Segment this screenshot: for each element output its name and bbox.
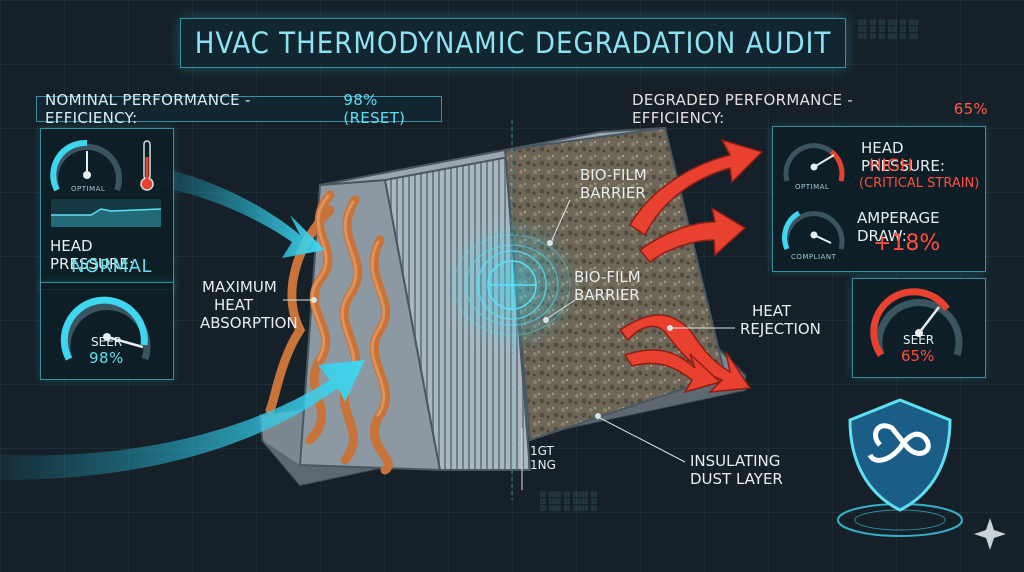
callout-line: 1NG [530, 458, 556, 472]
callout-line: 1GT [530, 444, 554, 458]
insulating-dust-callout: INSULATING DUST LAYER [690, 452, 783, 488]
max-heat-absorption-callout: MAXIMUM HEAT ABSORPTION [200, 278, 298, 332]
biofilm-barrier-mid-callout: BIO-FILM BARRIER [574, 268, 641, 304]
callout-line: MAXIMUM [202, 278, 277, 296]
degraded-head-pressure-value: HIGH [869, 156, 913, 176]
callout-line: HEAT [752, 302, 792, 320]
degraded-head-pressure-note: (CRITICAL STRAIN) [859, 176, 980, 191]
amperage-label: AMPERAGE DRAW: [857, 209, 940, 245]
degraded-seer-panel: SEER 65% [852, 278, 986, 378]
seer-label-nominal: SEER [91, 335, 123, 349]
callout-line: BARRIER [580, 184, 646, 202]
optimal-gauge-degraded [783, 143, 845, 182]
callout-line: BARRIER [574, 286, 640, 304]
biofilm-barrier-top-callout: BIO-FILM BARRIER [580, 166, 647, 202]
degraded-header: DEGRADED PERFORMANCE - EFFICIENCY: 65% [632, 91, 988, 127]
optimal-gauge-label: OPTIMAL [71, 185, 106, 193]
callout-line: DUST LAYER [690, 470, 783, 488]
readout-block-bottom: ░░ ░░░░ ░░ ░░░░░ ░░░░ ░░░░ ░░ ░░░░░ ░░░░… [540, 492, 598, 512]
readout-block: ░░░ ░░ ░░ ░░░ ░░ ░░░░░░ ░░ ░░ ░░░ ░░ ░░░… [858, 20, 919, 40]
degraded-status-panel: OPTIMAL COMPLIANT HEAD PRESSURE: HIGH (C… [772, 126, 986, 272]
nominal-seer-panel: SEER 98% [40, 282, 174, 380]
seer-value-degraded: 65% [901, 347, 935, 365]
seer-gauge-nominal [60, 296, 151, 361]
pressure-graph [51, 199, 161, 227]
degraded-header-label: DEGRADED PERFORMANCE - EFFICIENCY: [632, 91, 854, 127]
head-pressure-label: HEAD PRESSURE: [50, 237, 134, 273]
seer-gauge-degraded [870, 288, 963, 357]
callout-line: INSULATING [690, 452, 781, 470]
compliant-gauge [782, 210, 845, 251]
callout-line: BIO-FILM [580, 166, 647, 184]
shield-logo-icon [837, 398, 963, 537]
callout-line: BIO-FILM [574, 268, 641, 286]
thermometer-icon [140, 140, 154, 191]
optimal-gauge [50, 139, 122, 192]
seer-value-nominal: 98% [89, 349, 124, 367]
optimal-gauge-degraded-label: OPTIMAL [795, 183, 830, 191]
nominal-header-label: NOMINAL PERFORMANCE - EFFICIENCY: [45, 91, 251, 127]
nominal-status-panel: OPTIMAL HEAD PRESSURE: NORMAL [40, 128, 174, 290]
heat-rejection-callout: HEAT REJECTION [740, 302, 821, 338]
page-title: HVAC THERMODYNAMIC DEGRADATION AUDIT [180, 18, 846, 68]
callout-line: REJECTION [740, 320, 821, 338]
callout-line: ABSORPTION [200, 314, 298, 332]
seer-label-degraded: SEER [903, 333, 935, 347]
dimension-callout: 1GT 1NG [530, 444, 556, 472]
callout-line: HEAT [214, 296, 254, 314]
nominal-header: NOMINAL PERFORMANCE - EFFICIENCY: 98% (R… [36, 91, 442, 127]
degraded-head-pressure-label: HEAD PRESSURE: [861, 139, 945, 175]
sparkle-icon [974, 518, 1006, 550]
compliant-gauge-label: COMPLIANT [791, 253, 837, 261]
degraded-efficiency-value: 65% [953, 100, 988, 118]
nominal-efficiency-value: 98% (RESET) [343, 91, 406, 127]
head-pressure-value: NORMAL [71, 256, 153, 277]
amperage-value: +18% [873, 231, 941, 256]
